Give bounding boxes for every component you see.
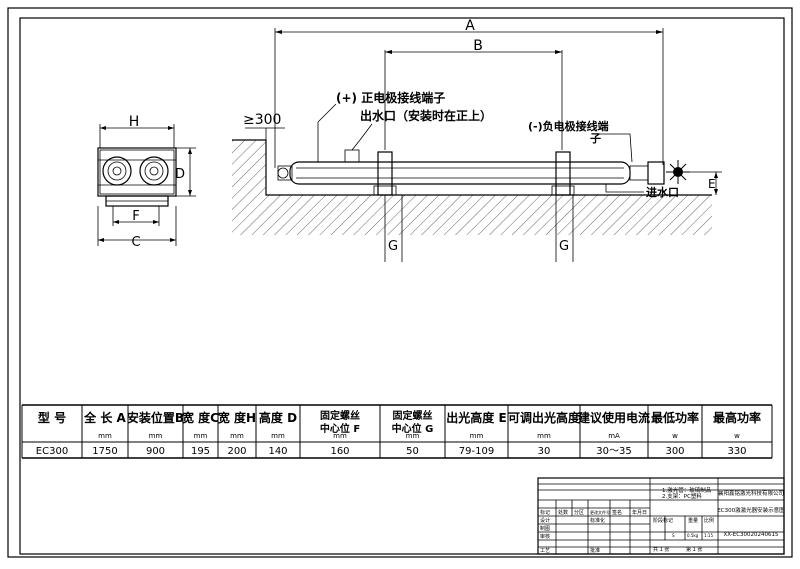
water-inlet-label: 进水口 — [646, 185, 679, 199]
spec-value-12: 330 — [727, 446, 746, 457]
spec-unit-6: mm — [333, 432, 347, 440]
spec-unit-5: mm — [271, 432, 285, 440]
negative-terminal-label: (-)负电极接线端 — [528, 119, 609, 133]
spec-header-7: 固定螺丝 — [393, 409, 433, 422]
spec-header-12: 最高功率 — [713, 410, 761, 425]
spec-unit-2: mm — [149, 432, 163, 440]
tb-zone: 分区 — [574, 509, 584, 516]
spec-table: 型 号全 长 Amm安装位置Bmm宽 度Cmm宽 度Hmm高度 Dmm固定螺丝中… — [21, 404, 773, 459]
spec-header-9: 可调出光高度 — [508, 410, 581, 425]
spec-value-4: 200 — [227, 446, 246, 457]
tb-mark: 标记 — [540, 509, 550, 516]
tb-scale-val: 1:15 — [704, 533, 713, 538]
outer-frame — [7, 7, 793, 558]
dim-A-label: A — [465, 18, 475, 34]
dim-E-label: E — [708, 177, 716, 191]
dim-G1-label: G — [388, 239, 398, 254]
spec-header-3: 宽 度C — [181, 410, 219, 425]
tb-stage-val: S — [672, 533, 675, 538]
spec-header-4: 宽 度H — [217, 410, 256, 425]
title-block: 1.激光管：玻璃制品 2.支架：PC塑料 襄阳鑫铭激光科技有限公司 EC300激… — [537, 477, 785, 555]
inner-frame — [19, 17, 785, 555]
spec-header-6: 中心位 F — [320, 422, 360, 435]
tb-approve: 批准 — [590, 547, 600, 554]
tb-weight-val: 0.5kg — [687, 533, 699, 538]
drawing-title: EC300激激光器安装示意图 — [717, 506, 785, 514]
tb-sheet-no: 第 1 张 — [686, 546, 702, 553]
spec-header-7: 中心位 G — [392, 422, 434, 435]
dim-G2-label: G — [559, 239, 569, 254]
notes-line2: 2.支架：PC塑料 — [662, 492, 702, 500]
spec-unit-7: mm — [406, 432, 420, 440]
side-view: A B ≥300 — [232, 18, 722, 262]
spec-unit-11: w — [672, 432, 678, 440]
spec-value-2: 900 — [146, 446, 165, 457]
spec-unit-1: mm — [98, 432, 112, 440]
spec-value-9: 30 — [538, 446, 551, 457]
spec-unit-4: mm — [230, 432, 244, 440]
spec-header-5: 高度 D — [259, 410, 297, 425]
spec-value-10: 30～35 — [596, 446, 631, 457]
support-right — [555, 151, 571, 196]
spec-value-6: 160 — [330, 446, 349, 457]
dim-D-label: D — [175, 167, 185, 182]
positive-terminal-label: (+) 正电极接线端子 — [336, 90, 445, 105]
notes-line1: 1.激光管：玻璃制品 — [662, 486, 712, 494]
company-name: 襄阳鑫铭激光科技有限公司 — [718, 489, 784, 497]
spec-value-8: 79-109 — [459, 446, 494, 457]
negative-terminal-label-2: 子 — [590, 132, 601, 145]
spec-value-5: 140 — [268, 446, 287, 457]
dim-B-label: B — [473, 38, 483, 54]
spec-unit-12: w — [734, 432, 740, 440]
spec-value-3: 195 — [191, 446, 210, 457]
spec-unit-3: mm — [194, 432, 208, 440]
spec-unit-8: mm — [470, 432, 484, 440]
water-outlet-label: 出水口（安装时在正上） — [360, 108, 492, 123]
tb-date: 年月日 — [632, 509, 647, 516]
support-left — [377, 151, 393, 196]
tb-sheets: 共 1 张 — [653, 546, 669, 553]
spec-value-0: EC300 — [36, 446, 68, 457]
tb-review: 审核 — [540, 533, 550, 540]
tb-sign: 签名 — [612, 509, 622, 516]
spec-value-1: 1750 — [92, 446, 117, 457]
laser-tube — [289, 161, 631, 185]
tb-standard: 标准化 — [590, 517, 605, 524]
tb-check: 制图 — [540, 525, 550, 532]
spec-header-6: 固定螺丝 — [320, 409, 360, 422]
end-view: H D F C — [97, 114, 196, 250]
spec-header-0: 型 号 — [38, 410, 66, 425]
dim-ge300-label: ≥300 — [243, 112, 281, 128]
spec-header-2: 安装位置B — [127, 410, 184, 425]
tb-change-doc: 更改文件号 — [590, 509, 610, 515]
spec-value-11: 300 — [665, 446, 684, 457]
tb-stage: 阶段标记 — [653, 517, 673, 524]
spec-unit-9: mm — [537, 432, 551, 440]
dim-F-label: F — [132, 209, 139, 224]
tb-count: 处数 — [558, 509, 568, 516]
spec-unit-10: mA — [608, 432, 620, 440]
spec-header-10: 建议使用电流 — [577, 410, 650, 425]
drawing-number: XX-EC30020240615 — [723, 532, 779, 538]
tb-design: 设计 — [540, 517, 550, 524]
spec-header-8: 出光高度 E — [446, 410, 506, 425]
spec-header-1: 全 长 A — [83, 410, 126, 425]
spec-value-7: 50 — [406, 446, 419, 457]
tb-weight: 重量 — [688, 517, 698, 524]
tb-process: 工艺 — [540, 548, 550, 554]
dim-C-label: C — [131, 235, 140, 250]
dim-H-label: H — [129, 114, 140, 130]
spec-header-11: 最低功率 — [651, 410, 699, 425]
tb-scale: 比例 — [704, 517, 714, 524]
